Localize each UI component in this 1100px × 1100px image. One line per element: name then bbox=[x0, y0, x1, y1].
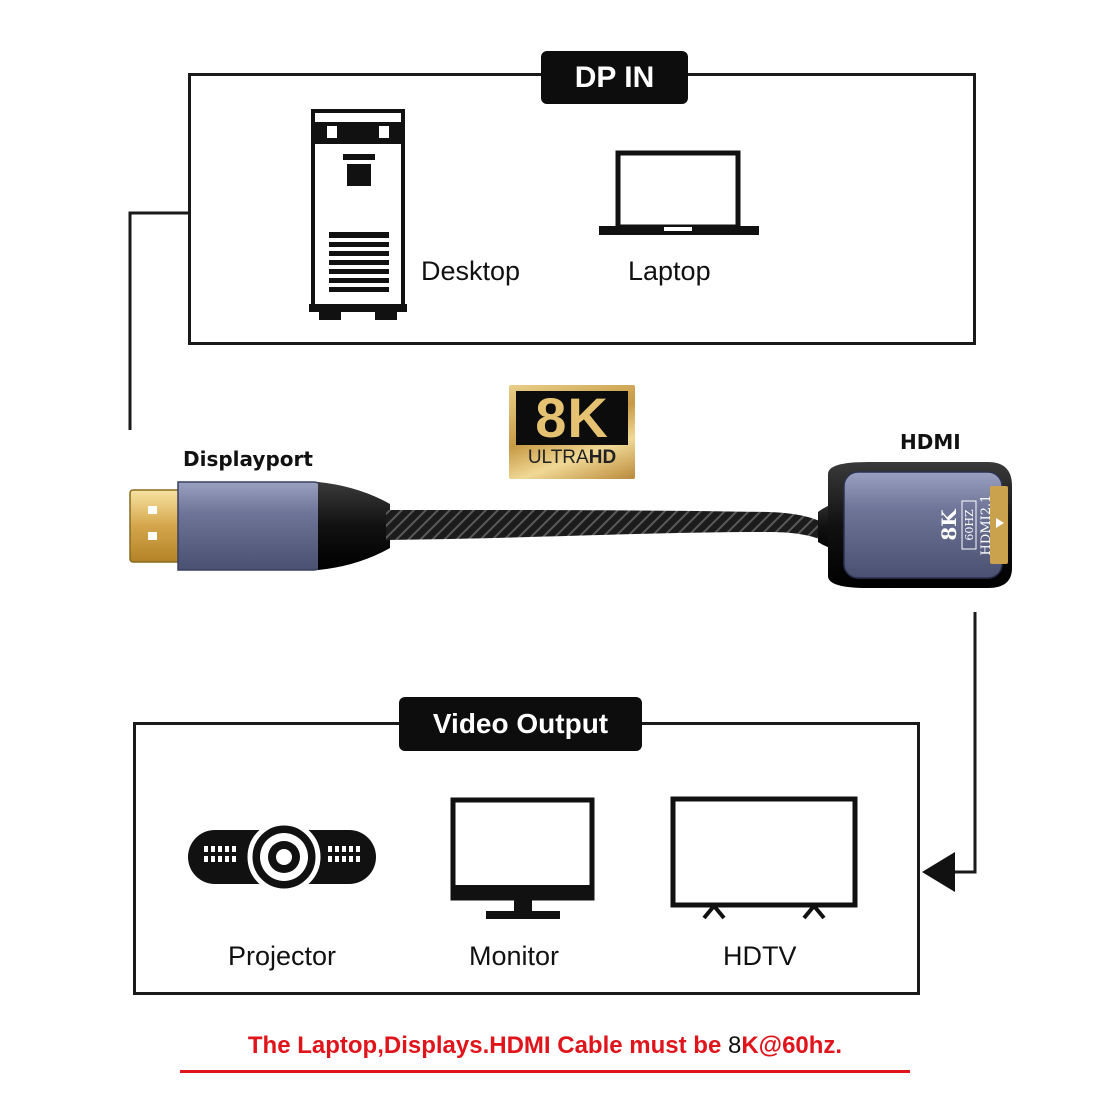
arrow-left-icon bbox=[922, 852, 955, 892]
desktop-label: Desktop bbox=[421, 256, 521, 286]
note-underline bbox=[180, 1070, 910, 1073]
laptop-icon bbox=[599, 150, 759, 235]
head-print-res: 8K bbox=[937, 509, 961, 541]
video-output-title: Video Output bbox=[399, 697, 642, 751]
compatibility-note: The Laptop,Displays.HDMI Cable must be 8… bbox=[180, 1032, 910, 1060]
hdtv-icon bbox=[670, 796, 858, 920]
hdmi-label: HDMI bbox=[900, 430, 961, 454]
head-print-std: HDMI2.1 bbox=[979, 495, 994, 556]
8k-ultrahd-badge: 8K ULTRAHD bbox=[509, 385, 635, 479]
note-part3: K@60hz. bbox=[741, 1032, 843, 1059]
note-part1: The Laptop,Displays.HDMI Cable must be bbox=[247, 1032, 728, 1059]
displayport-label: Displayport bbox=[183, 447, 313, 471]
laptop-label: Laptop bbox=[628, 256, 711, 286]
badge-ultra-text: ULTRA bbox=[527, 447, 589, 468]
badge-hd-text: HD bbox=[588, 447, 617, 468]
desktop-tower-icon bbox=[309, 109, 407, 320]
dp-in-title: DP IN bbox=[541, 51, 688, 104]
hdtv-label: HDTV bbox=[723, 941, 797, 971]
monitor-icon bbox=[450, 797, 595, 919]
badge-8k-text: 8K bbox=[535, 386, 609, 449]
note-part2: 8 bbox=[727, 1032, 742, 1059]
dp-in-panel bbox=[188, 73, 976, 345]
projector-icon bbox=[188, 820, 376, 894]
head-print-hz: 60HZ bbox=[963, 509, 976, 541]
dp-to-hdmi-adapter: 8K 60HZ HDMI2.1 bbox=[129, 462, 1012, 588]
monitor-label: Monitor bbox=[469, 941, 560, 971]
projector-label: Projector bbox=[228, 941, 337, 971]
